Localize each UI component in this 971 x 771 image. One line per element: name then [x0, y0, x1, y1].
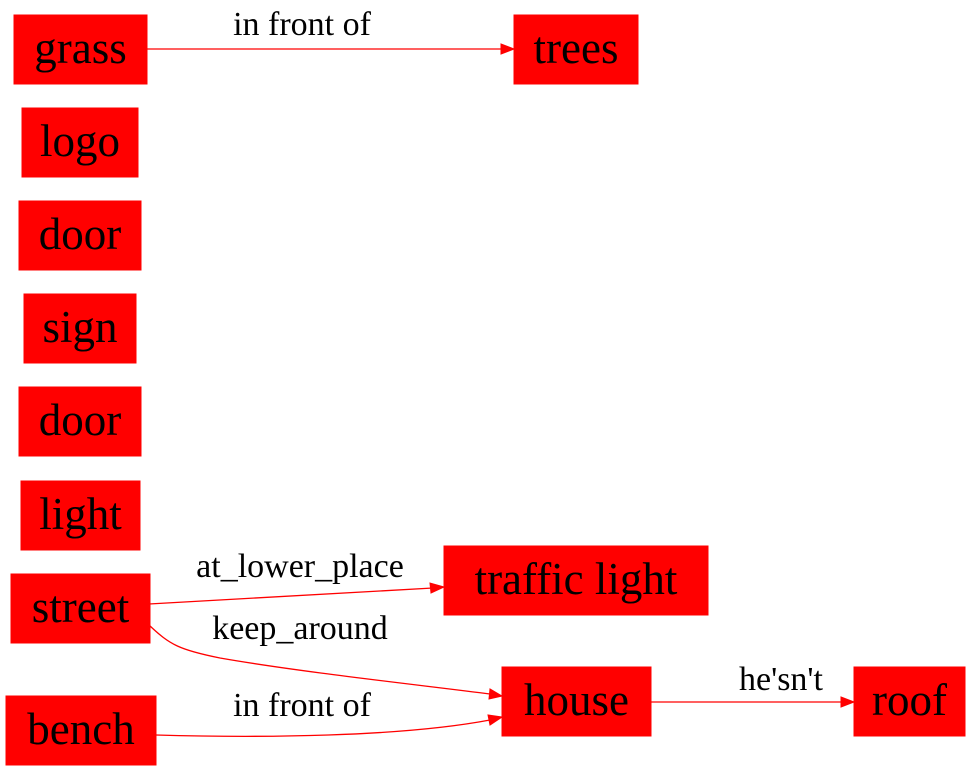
node-box — [23, 293, 137, 364]
edge-line — [148, 624, 491, 695]
node-trees: trees — [513, 14, 639, 85]
node-traffic-light: traffic light — [443, 545, 709, 616]
edge-label: keep_around — [212, 610, 388, 647]
edge-line — [155, 719, 491, 737]
node-label: door — [39, 209, 122, 259]
node-roof: roof — [853, 666, 966, 737]
arrow-head — [429, 582, 446, 594]
node-label: street — [32, 582, 130, 632]
edge-bench-house: in front of — [155, 687, 504, 737]
node-light: light — [20, 480, 141, 551]
node-box — [443, 545, 709, 616]
node-label: logo — [40, 116, 120, 166]
node-bench: bench — [5, 695, 157, 766]
node-box — [13, 14, 148, 85]
edge-label: at_lower_place — [196, 548, 404, 585]
node-box — [21, 107, 139, 178]
node-label: door — [39, 395, 122, 445]
node-box — [5, 695, 157, 766]
node-box — [501, 666, 652, 737]
node-door-1: door — [18, 200, 142, 271]
node-label: light — [39, 489, 122, 539]
arrow-head — [488, 688, 504, 700]
node-street: street — [10, 573, 151, 644]
node-box — [513, 14, 639, 85]
edge-street-house: keep_around — [148, 610, 504, 700]
node-box — [853, 666, 966, 737]
node-door-2: door — [18, 386, 142, 457]
arrow-head — [500, 43, 516, 55]
node-label: trees — [534, 23, 619, 73]
node-label: sign — [42, 302, 117, 352]
node-box — [18, 386, 142, 457]
node-grass: grass — [13, 14, 148, 85]
node-house: house — [501, 666, 652, 737]
edge-label: in front of — [233, 6, 372, 43]
edge-line — [148, 587, 434, 605]
node-logo: logo — [21, 107, 139, 178]
edge-label: he'sn't — [739, 661, 824, 698]
edge-house-roof: he'sn't — [651, 661, 856, 708]
edge-label: in front of — [233, 687, 372, 724]
node-box — [20, 480, 141, 551]
node-label: roof — [872, 675, 947, 725]
node-label: grass — [34, 23, 126, 73]
arrow-head — [840, 696, 856, 708]
node-box — [10, 573, 151, 644]
arrow-head — [487, 714, 504, 726]
node-label: house — [524, 675, 629, 725]
node-label: bench — [27, 704, 134, 754]
node-box — [18, 200, 142, 271]
edge-street-traffic-light: at_lower_place — [148, 548, 446, 605]
edge-grass-trees: in front of — [147, 6, 516, 55]
node-label: traffic light — [475, 554, 678, 604]
node-sign: sign — [23, 293, 137, 364]
